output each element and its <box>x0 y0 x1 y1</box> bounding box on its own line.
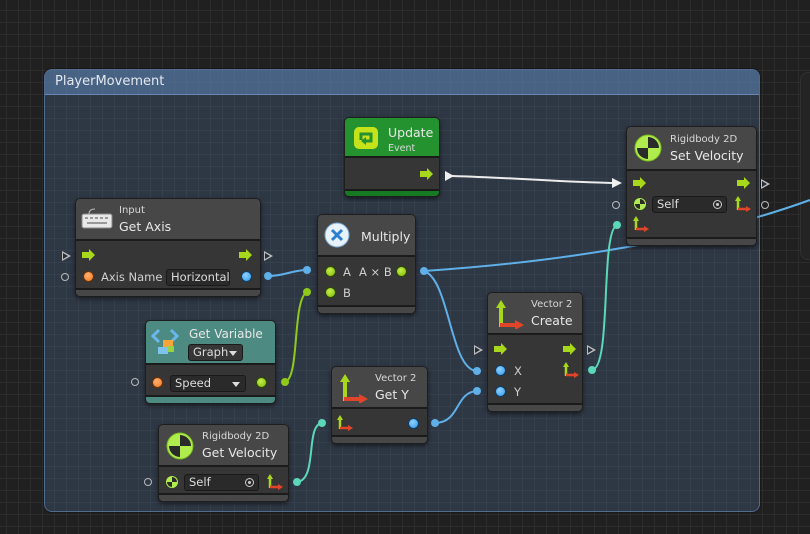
node-rigidbody-get-velocity[interactable]: Rigidbody 2D Get Velocity Self <box>158 424 289 502</box>
variable-icon <box>151 328 180 354</box>
vector2-icon <box>340 374 368 403</box>
node-title: Get Variable <box>189 327 263 341</box>
node-update-event[interactable]: Update Event <box>344 117 440 197</box>
node-header[interactable]: Update Event <box>345 118 439 158</box>
variable-name-value: Speed <box>175 376 212 390</box>
variable-value-output-port[interactable] <box>256 377 267 388</box>
vector2-output-icon <box>563 362 579 378</box>
node-category: Input <box>119 205 145 216</box>
flow-in-icon <box>82 249 95 261</box>
multiply-icon <box>324 222 350 248</box>
node-header[interactable]: Rigidbody 2D Set Velocity <box>627 127 756 171</box>
node-get-variable[interactable]: Get Variable Graph Speed <box>145 320 276 404</box>
get-velocity-target-in-handle[interactable] <box>144 478 152 486</box>
create-input-y-label: Y <box>514 385 522 399</box>
multiply-input-b-port[interactable] <box>325 287 336 298</box>
get-axis-flow-in-handle[interactable] <box>62 251 71 261</box>
axis-value-output-port[interactable] <box>241 271 252 282</box>
loop-icon <box>354 127 378 149</box>
node-header[interactable]: Get Variable Graph <box>146 321 275 365</box>
node-header[interactable]: Input Get Axis <box>76 199 260 241</box>
axis-name-input-port[interactable] <box>83 271 94 282</box>
rigidbody-target-icon <box>166 476 178 488</box>
multiply-output-label: A × B <box>359 265 392 279</box>
node-rigidbody-set-velocity[interactable]: Rigidbody 2D Set Velocity Self <box>626 126 757 246</box>
axis-name-field[interactable]: Horizontal <box>166 269 230 286</box>
flow-in-icon <box>633 177 646 189</box>
rigidbody-icon <box>634 134 662 162</box>
node-category: Rigidbody 2D <box>202 431 270 442</box>
node-title: Create <box>531 313 573 328</box>
variable-scope-dropdown[interactable]: Graph <box>188 344 243 361</box>
flow-out-icon <box>563 343 576 355</box>
group-header[interactable]: PlayerMovement <box>45 70 759 95</box>
node-title: Get Axis <box>119 219 172 234</box>
create-input-y-port[interactable] <box>495 386 506 397</box>
multiply-input-b-label: B <box>343 286 351 300</box>
set-velocity-flow-out-handle[interactable] <box>761 179 770 189</box>
multiply-input-a-label: A <box>343 265 351 279</box>
axis-name-label: Axis Name <box>101 270 163 284</box>
node-category: Vector 2 <box>375 373 417 384</box>
rigidbody-icon <box>166 432 194 460</box>
target-field[interactable]: Self <box>184 474 259 491</box>
node-header[interactable]: Rigidbody 2D Get Velocity <box>159 425 288 467</box>
create-flow-out-handle[interactable] <box>587 345 596 355</box>
node-title: Set Velocity <box>670 148 744 163</box>
vector2-velocity-input-icon <box>633 216 649 232</box>
multiply-input-a-port[interactable] <box>325 266 336 277</box>
flow-out-icon <box>737 177 750 189</box>
get-axis-value-in-handle[interactable] <box>61 273 69 281</box>
vector2-icon <box>496 300 524 329</box>
target-field[interactable]: Self <box>652 196 727 213</box>
chevron-down-icon <box>232 382 240 387</box>
variable-name-input-port[interactable] <box>152 377 163 388</box>
create-input-x-port[interactable] <box>495 365 506 376</box>
variable-scope-value: Graph <box>193 345 229 359</box>
get-axis-flow-out-handle[interactable] <box>264 251 273 261</box>
node-header[interactable]: Vector 2 Create <box>488 293 582 335</box>
flow-out-icon <box>239 249 252 261</box>
node-title: Multiply <box>361 229 411 244</box>
node-subtitle: Event <box>388 143 416 154</box>
get-variable-in-handle[interactable] <box>131 378 139 386</box>
multiply-output-port[interactable] <box>396 266 407 277</box>
flow-out-icon <box>420 168 433 180</box>
create-flow-in-handle[interactable] <box>474 345 483 355</box>
node-header[interactable]: Multiply <box>318 215 415 257</box>
create-input-x-label: X <box>514 364 522 378</box>
target-picker-icon[interactable] <box>713 200 722 209</box>
target-picker-icon[interactable] <box>245 478 254 487</box>
node-title: Get Y <box>375 387 409 402</box>
node-vector2-get-y[interactable]: Vector 2 Get Y <box>331 366 428 444</box>
group-title: PlayerMovement <box>55 74 165 89</box>
set-velocity-out-handle[interactable] <box>761 201 769 209</box>
node-category: Rigidbody 2D <box>670 134 738 145</box>
node-title: Get Velocity <box>202 445 278 460</box>
vector2-output-icon <box>267 474 283 490</box>
vector2-output-icon <box>735 196 751 212</box>
node-title: Update <box>388 125 434 140</box>
node-input-get-axis[interactable]: Input Get Axis Axis Name Horizontal <box>75 198 261 297</box>
keyboard-icon <box>81 208 113 229</box>
rigidbody-target-icon <box>634 198 646 210</box>
node-category: Vector 2 <box>531 299 573 310</box>
node-vector2-create[interactable]: Vector 2 Create X Y <box>487 292 583 412</box>
chevron-down-icon <box>229 351 237 356</box>
set-velocity-target-in-handle[interactable] <box>612 201 620 209</box>
variable-name-dropdown[interactable]: Speed <box>170 375 246 392</box>
vector2-input-icon <box>337 415 353 431</box>
adjacent-group-edge <box>800 72 810 260</box>
get-y-output-port[interactable] <box>408 418 419 429</box>
flow-in-icon <box>494 343 507 355</box>
node-multiply[interactable]: Multiply A A × B B <box>317 214 416 314</box>
node-header[interactable]: Vector 2 Get Y <box>332 367 427 409</box>
